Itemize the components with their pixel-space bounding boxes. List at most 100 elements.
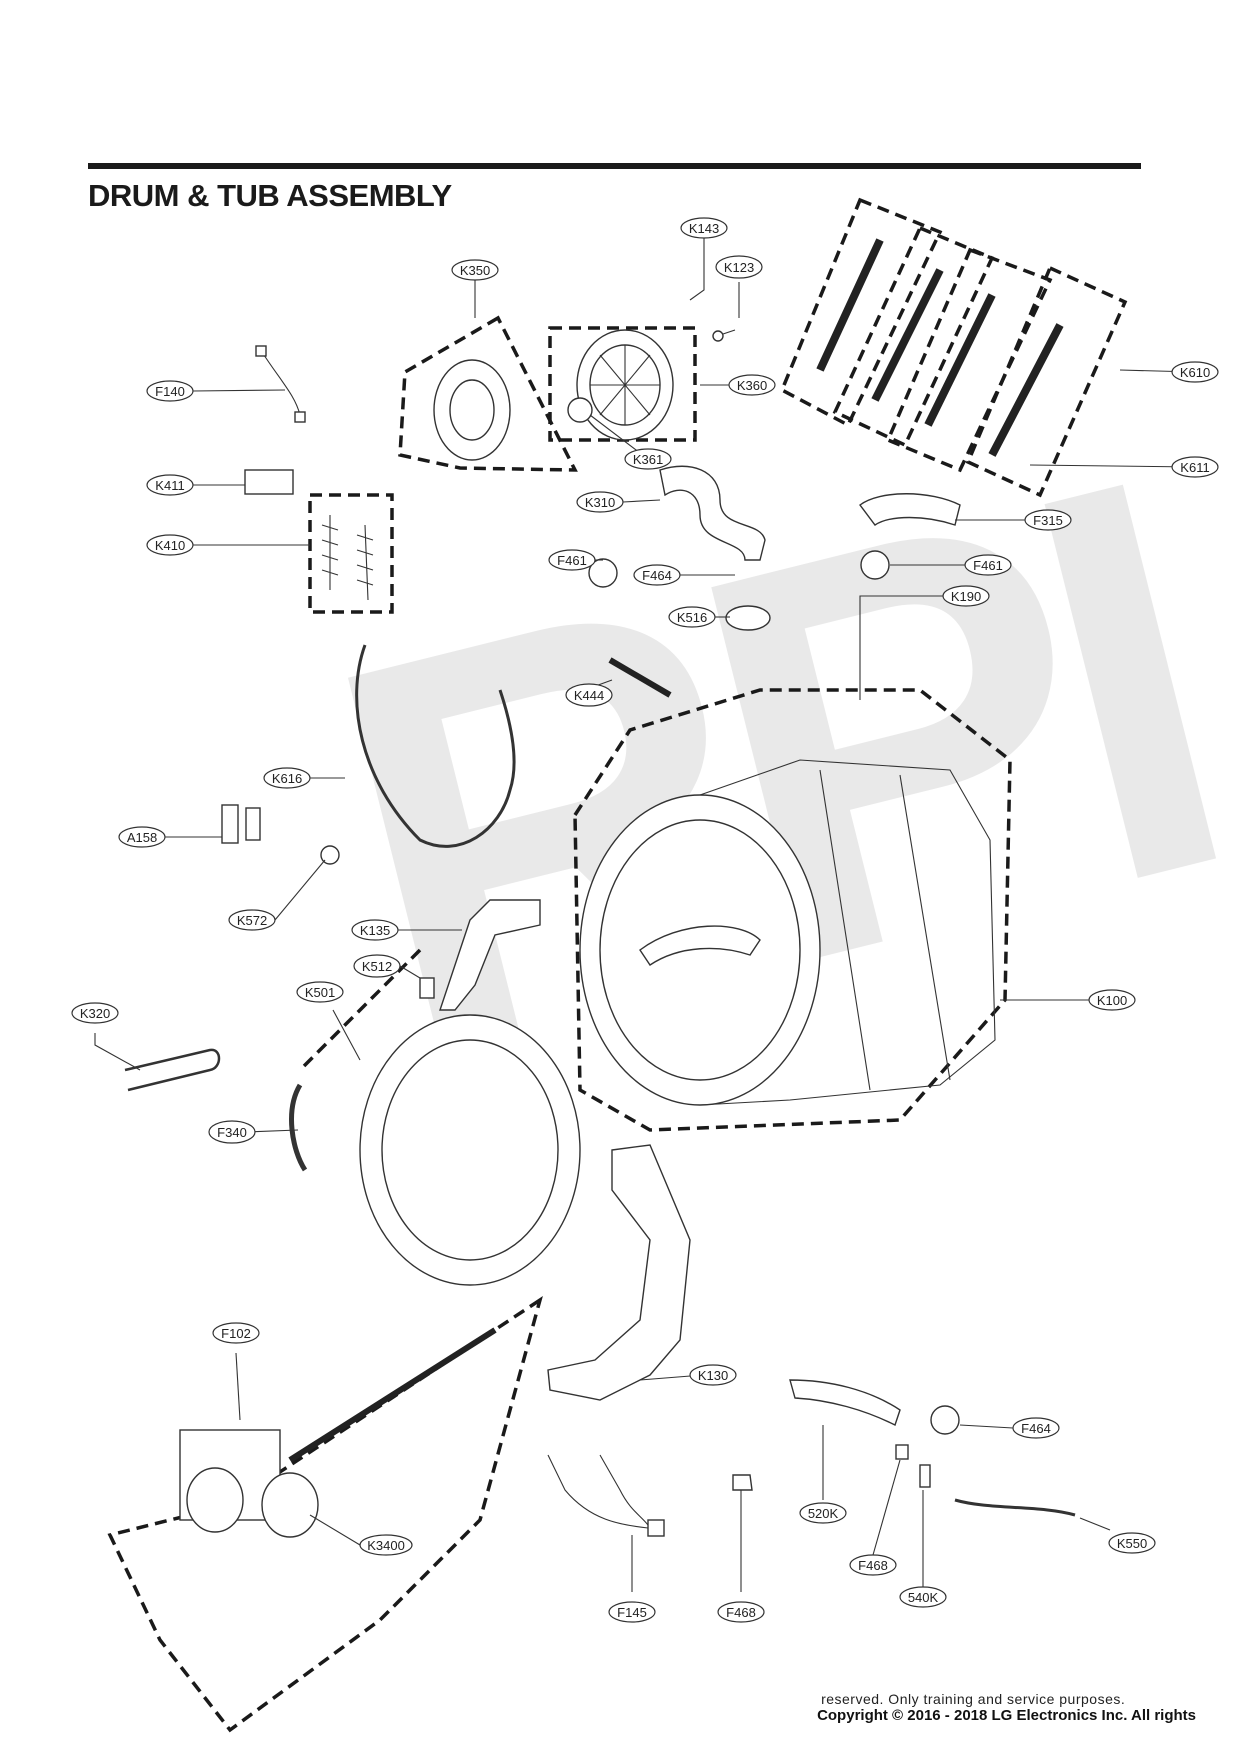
- callout-f461-left[interactable]: F461: [548, 549, 596, 571]
- callout-f468-right[interactable]: F468: [849, 1554, 897, 1576]
- plug-part-k572: [320, 845, 340, 865]
- footer-copyright: Copyright © 2016 - 2018 LG Electronics I…: [817, 1707, 1196, 1724]
- svg-text:F461: F461: [557, 553, 587, 568]
- svg-text:F145: F145: [617, 1605, 647, 1620]
- svg-text:520K: 520K: [808, 1506, 839, 1521]
- callout-k350[interactable]: K350: [451, 259, 499, 281]
- harness-part-f145: [547, 1454, 665, 1537]
- callout-k501[interactable]: K501: [296, 981, 344, 1003]
- clamp-part-f461-left: [588, 558, 618, 588]
- callout-k411[interactable]: K411: [146, 474, 194, 496]
- svg-text:F102: F102: [221, 1326, 251, 1341]
- clip-part-k411: [244, 469, 294, 495]
- callout-f468-left[interactable]: F468: [717, 1601, 765, 1623]
- spring-parts-k410: [321, 515, 374, 601]
- tube-part-k550: [954, 1498, 1076, 1517]
- callout-f461-right[interactable]: F461: [964, 554, 1012, 576]
- group-outline-k501: [298, 948, 422, 1072]
- group-outline-k410: [308, 493, 394, 614]
- tub-rear-part-k100: [579, 759, 996, 1106]
- callout-k143[interactable]: K143: [680, 217, 728, 239]
- group-outline-k100: [573, 688, 1012, 1132]
- callout-f102[interactable]: F102: [212, 1322, 260, 1344]
- svg-text:F468: F468: [858, 1558, 888, 1573]
- svg-text:F464: F464: [1021, 1421, 1051, 1436]
- rotor-part-k350: [433, 359, 511, 461]
- svg-text:K320: K320: [80, 1006, 110, 1021]
- callout-k610[interactable]: K610: [1171, 361, 1219, 383]
- svg-text:K611: K611: [1180, 460, 1209, 475]
- footer-notice: reserved. Only training and service purp…: [821, 1691, 1126, 1707]
- gasket-part-k516: [725, 605, 771, 631]
- svg-text:K3400: K3400: [367, 1538, 405, 1553]
- svg-text:F468: F468: [726, 1605, 756, 1620]
- svg-text:K143: K143: [689, 221, 719, 236]
- callout-k410[interactable]: K410: [146, 534, 194, 556]
- hose-part-f340: [289, 1083, 308, 1172]
- callout-k100[interactable]: K100: [1088, 989, 1136, 1011]
- drum-pulley-part-k360: [576, 329, 674, 441]
- callout-k320[interactable]: K320: [71, 1002, 119, 1024]
- plug-part-f468-left: [732, 1474, 753, 1491]
- callout-f315[interactable]: F315: [1024, 509, 1072, 531]
- svg-text:K123: K123: [724, 260, 754, 275]
- heater-part-k320: [124, 1048, 221, 1092]
- callout-k361[interactable]: K361: [624, 448, 672, 470]
- callout-k444[interactable]: K444: [565, 683, 613, 707]
- bracket-part-k130: [547, 1144, 691, 1401]
- callout-a158[interactable]: A158: [118, 826, 166, 848]
- callout-k611[interactable]: K611: [1171, 456, 1219, 478]
- callout-520k[interactable]: 520K: [799, 1502, 847, 1524]
- copyright-footer: reserved. Only training and service purp…: [817, 1691, 1196, 1724]
- page-title: DRUM & TUB ASSEMBLY: [88, 178, 452, 213]
- svg-text:F461: F461: [973, 558, 1003, 573]
- svg-text:K501: K501: [305, 985, 335, 1000]
- svg-text:540K: 540K: [908, 1590, 939, 1605]
- callout-k310[interactable]: K310: [576, 491, 624, 513]
- svg-text:K135: K135: [360, 923, 390, 938]
- callout-540k[interactable]: 540K: [899, 1586, 947, 1608]
- nozzle-part-540k: [919, 1464, 931, 1488]
- svg-text:F315: F315: [1033, 513, 1063, 528]
- callout-k550[interactable]: K550: [1108, 1532, 1156, 1554]
- hose-part-f315: [859, 493, 961, 526]
- callout-f464-top[interactable]: F464: [633, 564, 681, 586]
- callout-k616[interactable]: K616: [263, 767, 311, 789]
- svg-text:K350: K350: [460, 263, 490, 278]
- plug-part-f468-right: [895, 1444, 909, 1460]
- callout-f340[interactable]: F340: [208, 1120, 256, 1144]
- svg-text:K516: K516: [677, 610, 707, 625]
- svg-text:K616: K616: [272, 771, 302, 786]
- callout-f145[interactable]: F145: [608, 1601, 656, 1623]
- clamp-part-f464: [930, 1405, 960, 1435]
- cable-part-k444: [608, 657, 672, 698]
- callout-k130[interactable]: K130: [689, 1364, 737, 1386]
- callout-f140[interactable]: F140: [146, 380, 194, 402]
- callout-k135[interactable]: K135: [351, 919, 399, 941]
- callout-k572[interactable]: K572: [228, 909, 276, 931]
- callout-k123[interactable]: K123: [715, 255, 763, 279]
- leader-lines: [94, 228, 1196, 1592]
- ring-part-k616: [355, 644, 516, 848]
- svg-text:K512: K512: [362, 959, 392, 974]
- callout-f464-bottom[interactable]: F464: [1012, 1417, 1060, 1439]
- clamp-part-f461-right: [860, 550, 890, 580]
- hub-part-k361: [567, 397, 593, 423]
- damper-parts-k610: [816, 238, 1064, 457]
- callout-k190[interactable]: K190: [942, 585, 990, 607]
- svg-text:K444: K444: [574, 688, 604, 703]
- callout-k3400[interactable]: K3400: [359, 1534, 413, 1556]
- callout-k516[interactable]: K516: [668, 606, 716, 628]
- svg-text:K610: K610: [1180, 365, 1210, 380]
- bracket-part-k135: [439, 899, 541, 1011]
- callout-k512[interactable]: K512: [353, 954, 401, 978]
- svg-text:K310: K310: [585, 495, 615, 510]
- valve-part-a158: [221, 804, 261, 844]
- svg-text:K130: K130: [698, 1368, 728, 1383]
- svg-text:F140: F140: [155, 384, 185, 399]
- group-outline-k360: [548, 326, 697, 442]
- svg-text:A158: A158: [127, 830, 157, 845]
- svg-text:K410: K410: [155, 538, 185, 553]
- callout-k360[interactable]: K360: [728, 374, 776, 396]
